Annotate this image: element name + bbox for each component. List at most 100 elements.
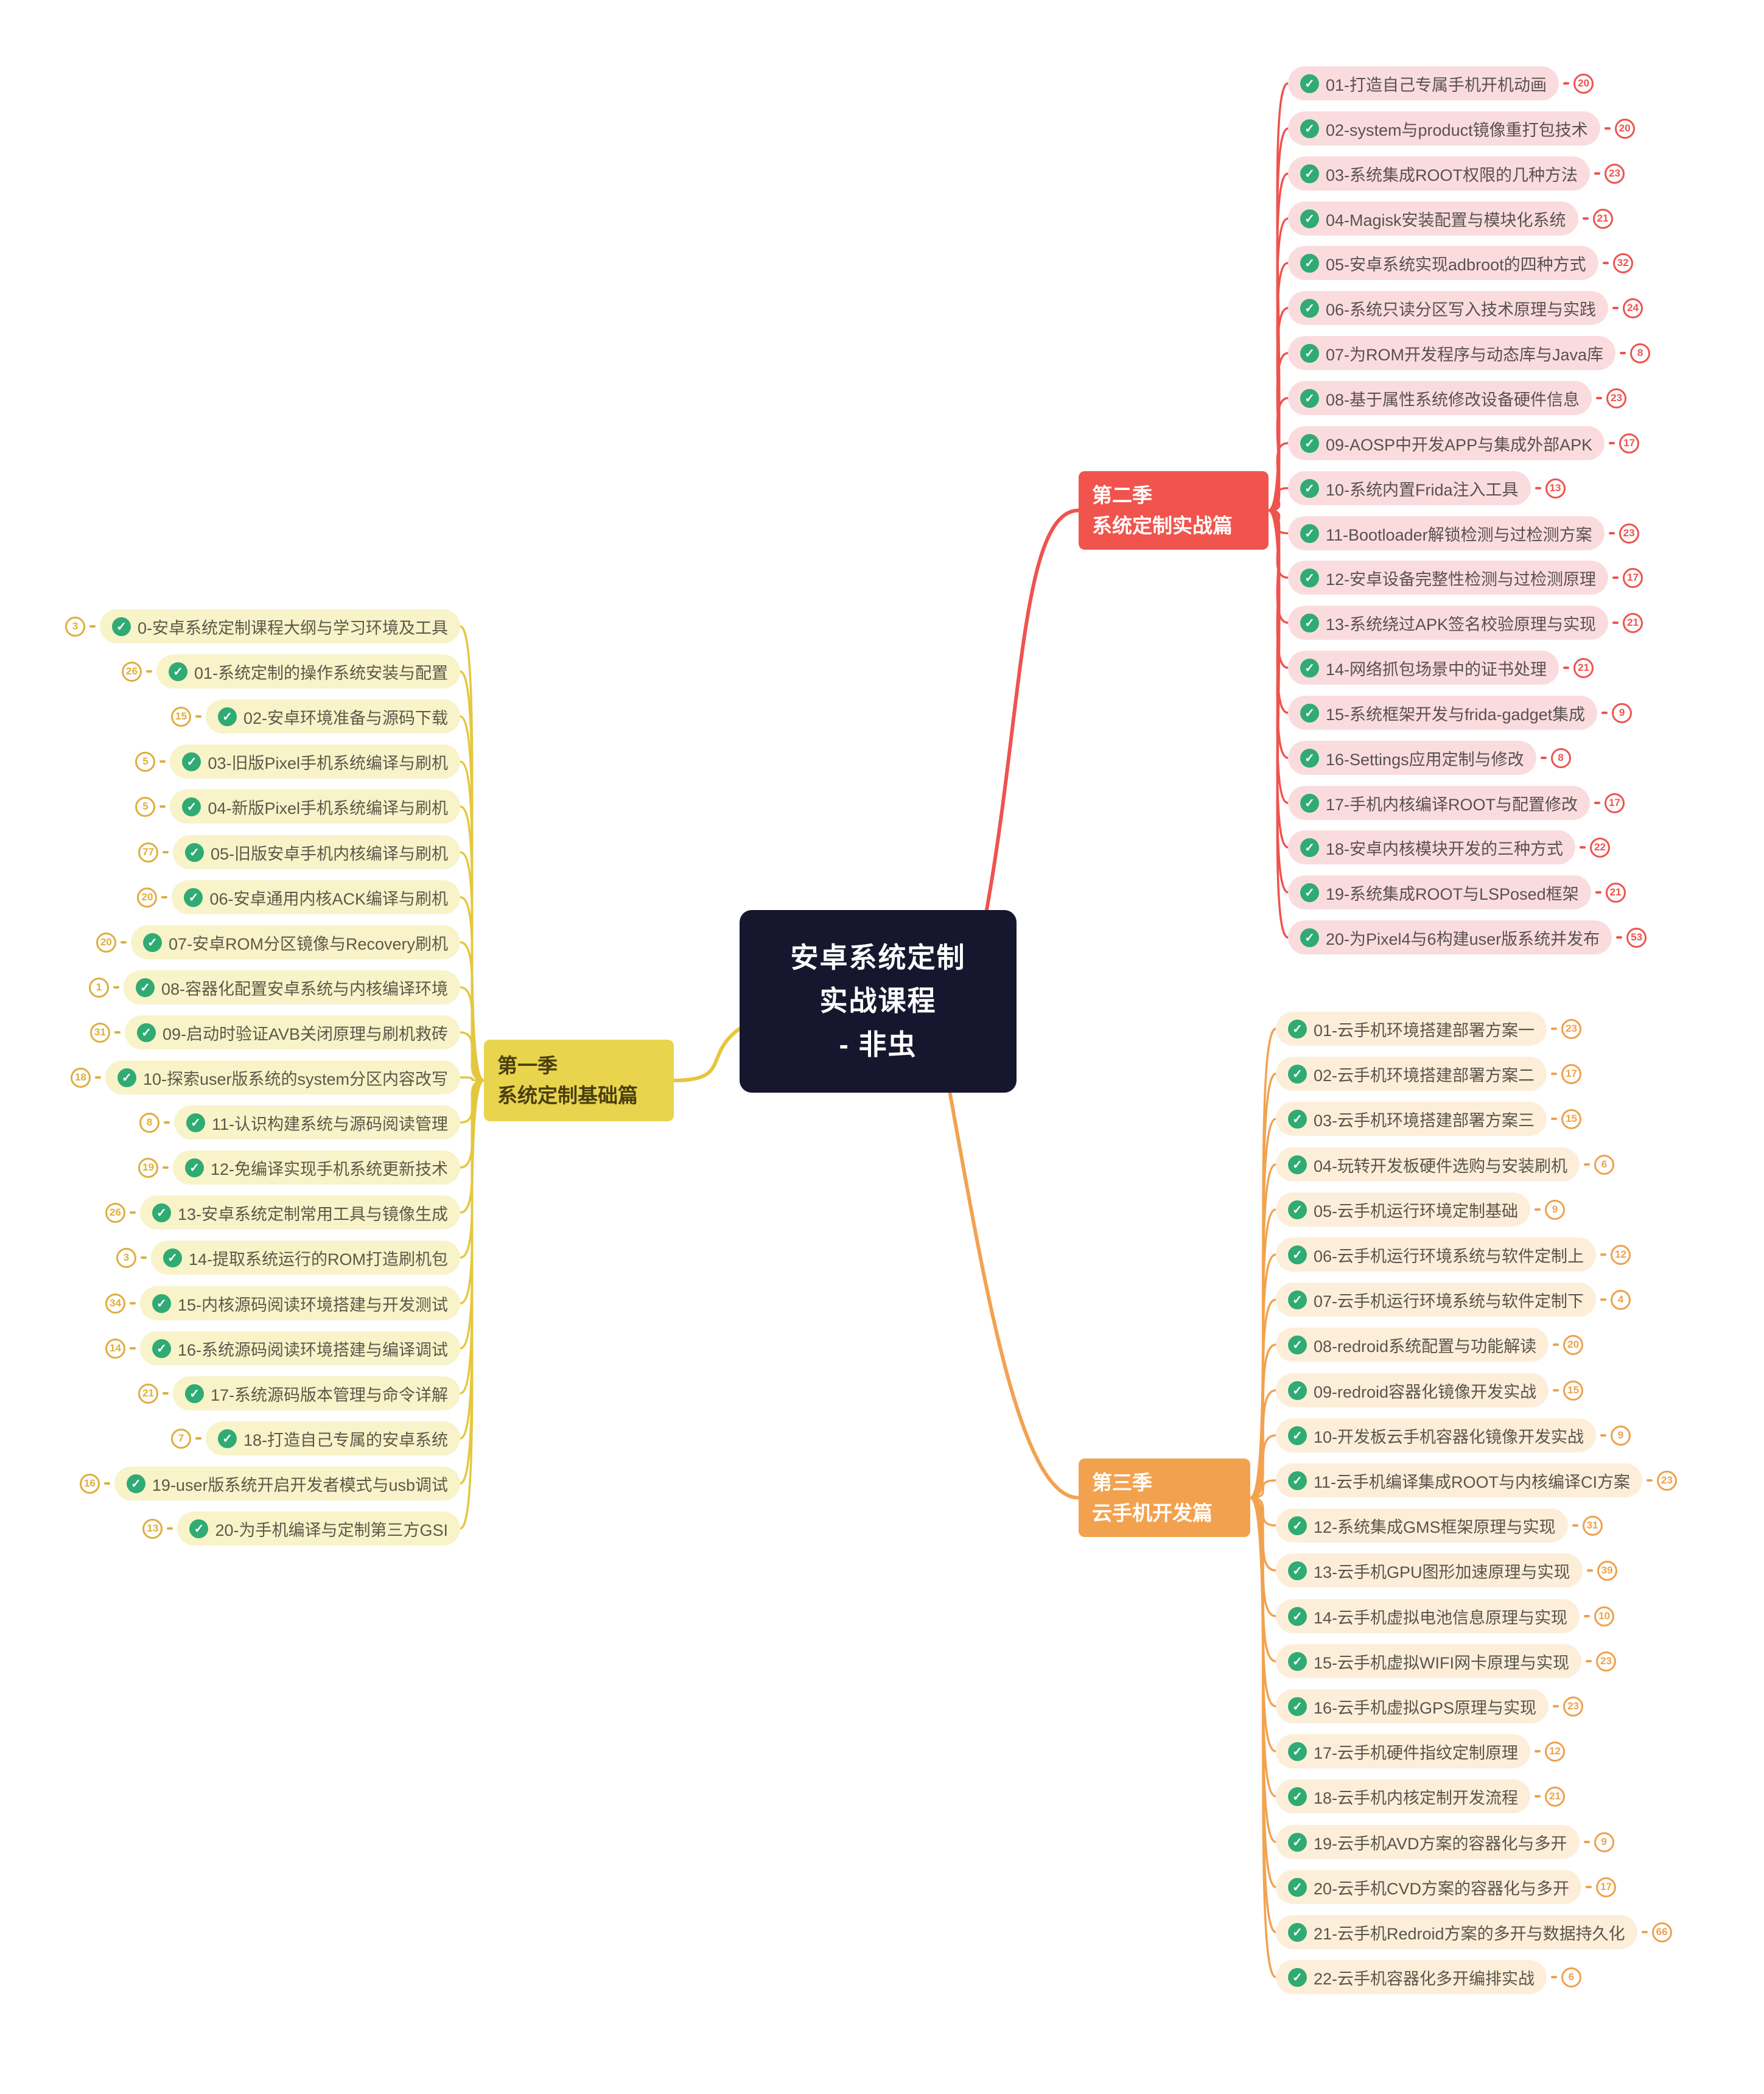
topic-pill[interactable]: ✓20-为Pixel4与6构建user版系统并发布	[1288, 920, 1612, 954]
topic-pill[interactable]: ✓17-手机内核编译ROOT与配置修改	[1288, 786, 1591, 820]
topic-pill[interactable]: ✓09-redroid容器化镜像开发实战	[1276, 1373, 1549, 1407]
topic-pill[interactable]: ✓20-云手机CVD方案的容器化与多开	[1276, 1870, 1582, 1904]
check-icon: ✓	[1300, 388, 1319, 408]
branch-label-season1[interactable]: 第一季 系统定制基础篇	[484, 1040, 674, 1121]
topic-pill[interactable]: ✓13-安卓系统定制常用工具与镜像生成	[139, 1196, 460, 1230]
count-badge: 23	[1605, 163, 1625, 184]
dash-connector	[195, 1437, 201, 1440]
topic-pill[interactable]: ✓13-系统绕过APK签名校验原理与实现	[1288, 606, 1609, 640]
check-icon: ✓	[1300, 524, 1319, 543]
topic-pill[interactable]: ✓10-系统内置Frida注入工具	[1288, 471, 1531, 505]
topic-pill[interactable]: ✓05-云手机运行环境定制基础	[1276, 1192, 1531, 1227]
check-icon: ✓	[1300, 119, 1319, 138]
topic-pill[interactable]: ✓09-AOSP中开发APP与集成外部APK	[1288, 426, 1605, 460]
topic-pill[interactable]: ✓07-安卓ROM分区镜像与Recovery刷机	[130, 925, 460, 959]
topic-pill[interactable]: ✓0-安卓系统定制课程大纲与学习环境及工具	[99, 609, 460, 643]
topic-pill[interactable]: ✓09-启动时验证AVB关闭原理与刷机救砖	[124, 1015, 460, 1049]
topic-pill[interactable]: ✓08-基于属性系统修改设备硬件信息	[1288, 381, 1592, 415]
topic-pill[interactable]: ✓04-Magisk安装配置与模块化系统	[1288, 201, 1578, 236]
topic-pill[interactable]: ✓02-安卓环境准备与源码下载	[205, 699, 460, 734]
topic-pill[interactable]: ✓01-云手机环境搭建部署方案一	[1276, 1012, 1547, 1046]
topic-pill[interactable]: ✓14-云手机虚拟电池信息原理与实现	[1276, 1599, 1580, 1633]
topic-pill[interactable]: ✓12-安卓设备完整性检测与过检测原理	[1288, 561, 1609, 595]
topic-pill[interactable]: ✓11-认识构建系统与源码阅读管理	[173, 1105, 460, 1140]
topic-pill[interactable]: ✓03-云手机环境搭建部署方案三	[1276, 1102, 1547, 1136]
check-icon: ✓	[1300, 433, 1319, 453]
topic-pill[interactable]: ✓06-系统只读分区写入技术原理与实践	[1288, 291, 1609, 325]
topic-pill[interactable]: ✓18-云手机内核定制开发流程	[1276, 1779, 1531, 1813]
topic-pill[interactable]: ✓14-网络抓包场景中的证书处理	[1288, 651, 1559, 685]
topic-pill[interactable]: ✓15-内核源码阅读环境搭建与开发测试	[139, 1286, 460, 1320]
count-badge: 21	[1573, 657, 1594, 678]
topic-pill[interactable]: ✓11-Bootloader解锁检测与过检测方案	[1288, 516, 1605, 550]
topic-pill[interactable]: ✓18-打造自己专属的安卓系统	[205, 1421, 460, 1455]
topic-pill[interactable]: ✓02-云手机环境搭建部署方案二	[1276, 1057, 1547, 1091]
topic-pill[interactable]: ✓19-云手机AVD方案的容器化与多开	[1276, 1825, 1580, 1859]
topic-pill[interactable]: ✓03-系统集成ROOT权限的几种方法	[1288, 156, 1591, 191]
branch-label-season3[interactable]: 第三季 云手机开发篇	[1079, 1458, 1250, 1537]
branch-label-season2[interactable]: 第二季 系统定制实战篇	[1079, 471, 1269, 550]
topic-pill[interactable]: ✓15-云手机虚拟WIFI网卡原理与实现	[1276, 1644, 1582, 1678]
topic-pill[interactable]: ✓11-云手机编译集成ROOT与内核编译CI方案	[1276, 1463, 1643, 1497]
topic-pill[interactable]: ✓07-云手机运行环境系统与软件定制下	[1276, 1283, 1597, 1317]
topic-pill[interactable]: ✓18-安卓内核模块开发的三种方式	[1288, 830, 1576, 864]
topic-pill[interactable]: ✓21-云手机Redroid方案的多开与数据持久化	[1276, 1915, 1637, 1949]
topic-pill[interactable]: ✓12-系统集成GMS框架原理与实现	[1276, 1508, 1568, 1542]
central-title-line1: 安卓系统定制	[790, 942, 966, 974]
topic-pill[interactable]: ✓17-系统源码版本管理与命令详解	[172, 1376, 460, 1410]
topic-pill[interactable]: ✓17-云手机硬件指纹定制原理	[1276, 1734, 1531, 1768]
branch-label-line: 第一季	[497, 1054, 558, 1077]
topic-pill[interactable]: ✓05-旧版安卓手机内核编译与刷机	[172, 835, 460, 869]
dash-connector	[113, 986, 119, 989]
topic-pill[interactable]: ✓19-系统集成ROOT与LSPosed框架	[1288, 875, 1591, 909]
topic-pill[interactable]: ✓04-玩转开发板硬件选购与安装刷机	[1276, 1147, 1580, 1182]
connector-path	[459, 1031, 485, 1082]
topic-pill[interactable]: ✓01-打造自己专属手机开机动画	[1288, 66, 1559, 100]
topic-pill[interactable]: ✓12-免编译实现手机系统更新技术	[172, 1150, 460, 1185]
topic-pill[interactable]: ✓08-容器化配置安卓系统与内核编译环境	[123, 970, 460, 1004]
topic-pill[interactable]: ✓20-为手机编译与定制第三方GSI	[177, 1511, 460, 1546]
branch-label-line: 系统定制实战篇	[1092, 514, 1233, 537]
count-badge: 21	[1605, 882, 1626, 903]
topic-pill[interactable]: ✓10-开发板云手机容器化镜像开发实战	[1276, 1418, 1597, 1452]
topic-pill[interactable]: ✓06-云手机运行环境系统与软件定制上	[1276, 1238, 1597, 1272]
count-badge: 18	[70, 1067, 91, 1088]
topic-pill[interactable]: ✓06-安卓通用内核ACK编译与刷机	[172, 880, 460, 914]
topic-pill[interactable]: ✓02-system与product镜像重打包技术	[1288, 111, 1600, 145]
topic-pill[interactable]: ✓13-云手机GPU图形加速原理与实现	[1276, 1553, 1583, 1588]
topic-pill[interactable]: ✓05-安卓系统实现adbroot的四种方式	[1288, 246, 1598, 280]
topic-pill[interactable]: ✓07-为ROM开发程序与动态库与Java库	[1288, 336, 1616, 370]
topic-pill[interactable]: ✓15-系统框架开发与frida-gadget集成	[1288, 696, 1598, 730]
central-topic[interactable]: 安卓系统定制 实战课程 - 非虫	[740, 910, 1017, 1093]
dash-connector	[103, 1482, 110, 1485]
connector-path	[1249, 1479, 1277, 1499]
topic-pill[interactable]: ✓16-系统源码阅读环境搭建与编译调试	[139, 1331, 460, 1365]
topic-item: 5✓03-旧版Pixel手机系统编译与刷机	[135, 744, 460, 779]
check-icon: ✓	[117, 1068, 136, 1087]
count-badge: 3	[116, 1247, 136, 1268]
check-icon: ✓	[1288, 1245, 1307, 1264]
topic-pill[interactable]: ✓ 10-探索user版系统的system分区内容改写	[105, 1060, 460, 1094]
topic-label: 08-容器化配置安卓系统与内核编译环境	[161, 979, 448, 998]
topic-pill[interactable]: ✓19-user版系统开启开发者模式与usb调试	[114, 1466, 460, 1500]
topic-item: 77✓05-旧版安卓手机内核编译与刷机	[138, 835, 460, 869]
topic-pill[interactable]: ✓01-系统定制的操作系统安装与配置	[156, 654, 460, 688]
topic-label: 10-探索user版系统的system分区内容改写	[142, 1070, 448, 1088]
topic-pill[interactable]: ✓08-redroid系统配置与功能解读	[1276, 1328, 1549, 1362]
count-badge: 20	[1573, 73, 1594, 94]
topic-pill[interactable]: ✓16-云手机虚拟GPS原理与实现	[1276, 1689, 1549, 1723]
dash-connector	[1551, 1118, 1558, 1120]
topic-pill[interactable]: ✓22-云手机容器化多开编排实战	[1276, 1960, 1547, 1994]
topic-pill[interactable]: ✓03-旧版Pixel手机系统编译与刷机	[170, 744, 460, 779]
topic-label: 07-安卓ROM分区镜像与Recovery刷机	[168, 934, 448, 953]
connector-path	[1249, 1496, 1277, 1978]
check-icon: ✓	[1288, 1967, 1307, 1987]
topic-pill[interactable]: ✓04-新版Pixel手机系统编译与刷机	[170, 790, 460, 824]
topic-pill[interactable]: ✓16-Settings应用定制与修改	[1288, 741, 1536, 775]
check-icon: ✓	[1300, 838, 1319, 857]
topic-pill[interactable]: ✓14-提取系统运行的ROM打造刷机包	[150, 1241, 460, 1275]
